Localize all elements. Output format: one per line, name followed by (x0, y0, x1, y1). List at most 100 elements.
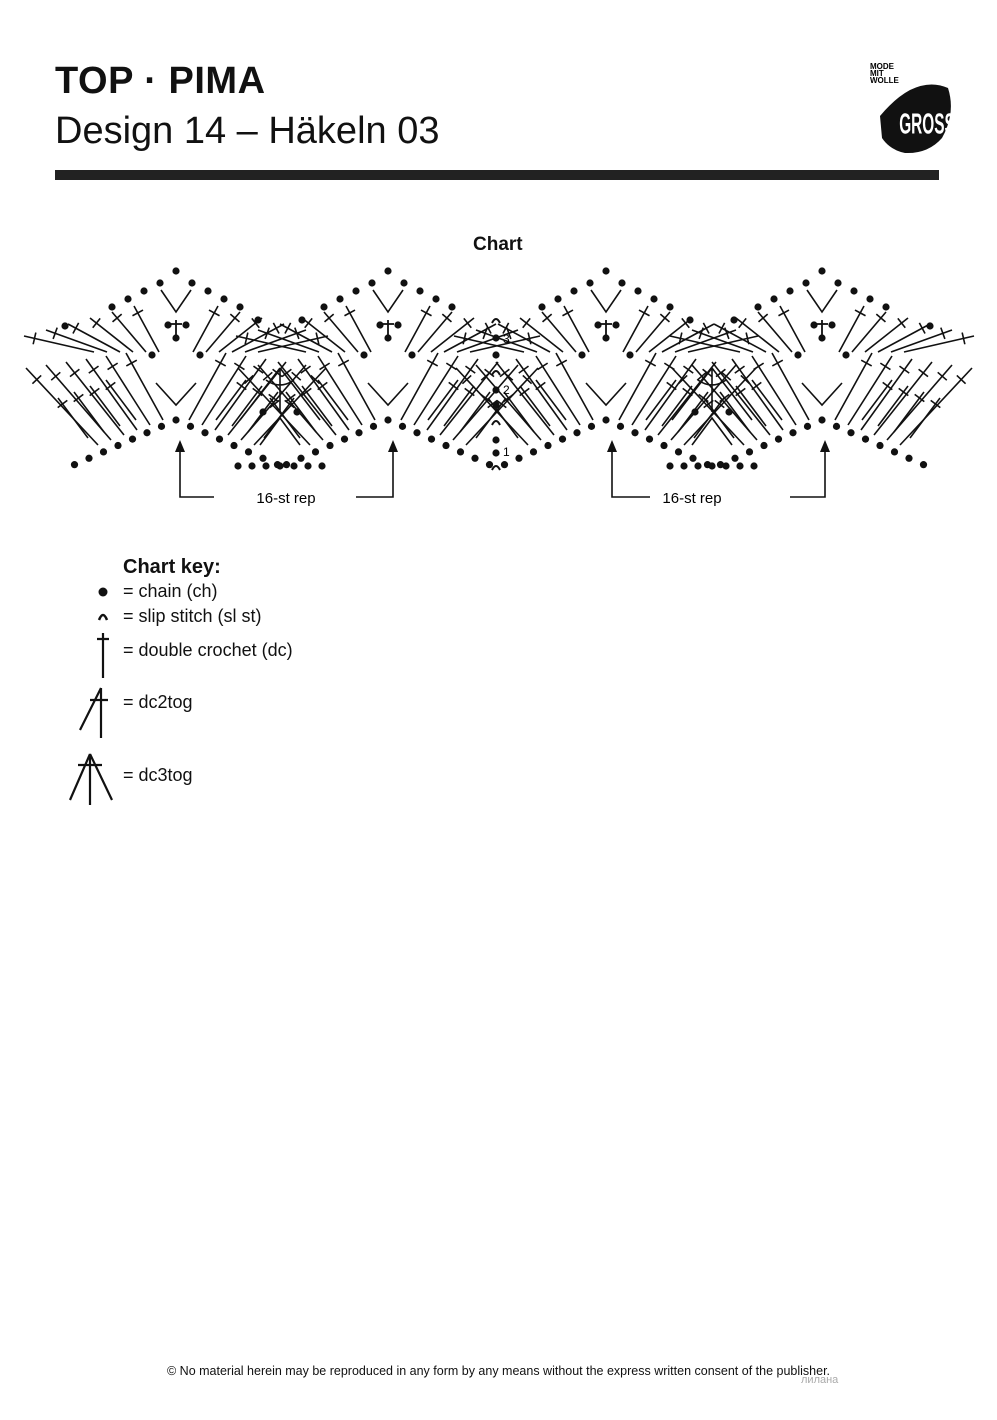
dc-mark (851, 311, 887, 353)
dc-crossbar (304, 317, 313, 329)
dc-mark (25, 367, 99, 446)
dc-crossbar (92, 317, 101, 329)
chain-mark (802, 279, 810, 287)
dc-crossbar (860, 359, 873, 367)
dc-mark (535, 355, 581, 426)
dc-crossbar (678, 332, 683, 345)
chain-mark (164, 321, 172, 329)
chain-mark (244, 448, 253, 456)
chain-mark (544, 441, 552, 450)
dc-mark (861, 379, 893, 421)
chain-mark (754, 303, 762, 311)
dc-crossbar (751, 381, 762, 391)
chain-mark (626, 351, 634, 359)
dc-mark (317, 379, 349, 421)
dc-crossbar (251, 317, 260, 329)
chain-mark (398, 422, 407, 430)
chain-mark (215, 435, 224, 443)
dc-crossbar (535, 381, 546, 391)
chain-mark (448, 303, 456, 311)
dc-mark (231, 385, 263, 427)
chain-mark (336, 295, 344, 303)
dc-mark (201, 355, 247, 426)
dc-crossbar (696, 371, 707, 381)
chart-title: Chart (473, 234, 523, 255)
dc-crossbar (502, 322, 510, 334)
page-title: TOP · PIMA (55, 60, 266, 102)
chain-mark (708, 462, 716, 470)
chain-mark (368, 279, 376, 287)
dc-crossbar (441, 313, 452, 323)
chain-mark (882, 303, 890, 311)
dc-mark (188, 352, 227, 421)
repeat-bracket-left (179, 448, 394, 498)
dc-mark (693, 397, 725, 439)
chain-mark (515, 454, 523, 462)
chain-mark (730, 316, 738, 324)
chain-mark (204, 287, 212, 295)
dc-mark (661, 385, 693, 427)
key-dc3tog-label: = dc3tog (123, 765, 193, 785)
dc-mark (735, 385, 767, 427)
svg-text:GROSSA: GROSSA (899, 107, 960, 139)
dc-mark (237, 367, 311, 446)
chain-mark (85, 454, 93, 462)
dc-crossbar (735, 387, 746, 397)
chain-mark (320, 303, 328, 311)
key-slip-stitch-label: = slip stitch (sl st) (123, 606, 262, 626)
chain-mark (828, 321, 836, 329)
chain-mark (262, 462, 270, 470)
dc-mark (400, 352, 439, 421)
dc-crossbar (462, 332, 467, 345)
dc-mark (877, 385, 909, 427)
chain-mark (770, 295, 778, 303)
dc-mark (192, 305, 219, 353)
dc-crossbar (344, 309, 356, 317)
dc-crossbar (914, 393, 925, 403)
dc-mark (563, 305, 590, 353)
chain-mark (794, 351, 802, 359)
header-divider (55, 170, 939, 180)
dc-mark (635, 311, 671, 353)
dc-crossbar (57, 399, 68, 409)
dc-mark (323, 311, 359, 353)
chain-mark (492, 401, 500, 409)
v-stitch (585, 289, 627, 407)
dc-crossbar (269, 399, 280, 409)
chain-mark (645, 435, 654, 443)
chain-mark (789, 429, 797, 437)
dc-crossbar (898, 387, 909, 397)
dc-mark (909, 397, 941, 439)
dc-crossbar (426, 359, 439, 367)
dc-mark (317, 355, 363, 426)
chain-mark (745, 448, 754, 456)
dc-crossbar (484, 322, 492, 334)
chain-mark (786, 287, 794, 295)
svg-text:MODE: MODE (870, 62, 895, 71)
chain-mark (234, 462, 242, 470)
watermark: лилана (801, 1374, 839, 1386)
dc-crossbar (52, 327, 58, 340)
dc-mark (133, 305, 160, 353)
chain-mark (99, 448, 108, 456)
dc-mark (430, 317, 475, 353)
dc-crossbar (88, 365, 99, 374)
dc-mark (105, 355, 151, 426)
chain-mark (293, 408, 301, 416)
chain-mark (666, 303, 674, 311)
chain-mark (602, 416, 610, 424)
chain-mark (384, 267, 392, 275)
dc-mark (244, 329, 307, 353)
chain-mark (186, 422, 195, 430)
chain-mark (318, 462, 326, 470)
dc-crossbar (702, 322, 710, 334)
dc-mark (691, 329, 754, 353)
chain-mark (369, 422, 378, 430)
chain-mark (680, 462, 688, 470)
chain-mark (689, 454, 697, 462)
dc-mark (703, 397, 735, 439)
dc-crossbar (522, 374, 533, 385)
dc-mark (214, 358, 267, 431)
dc-mark (215, 379, 247, 421)
dc-mark (443, 385, 475, 427)
